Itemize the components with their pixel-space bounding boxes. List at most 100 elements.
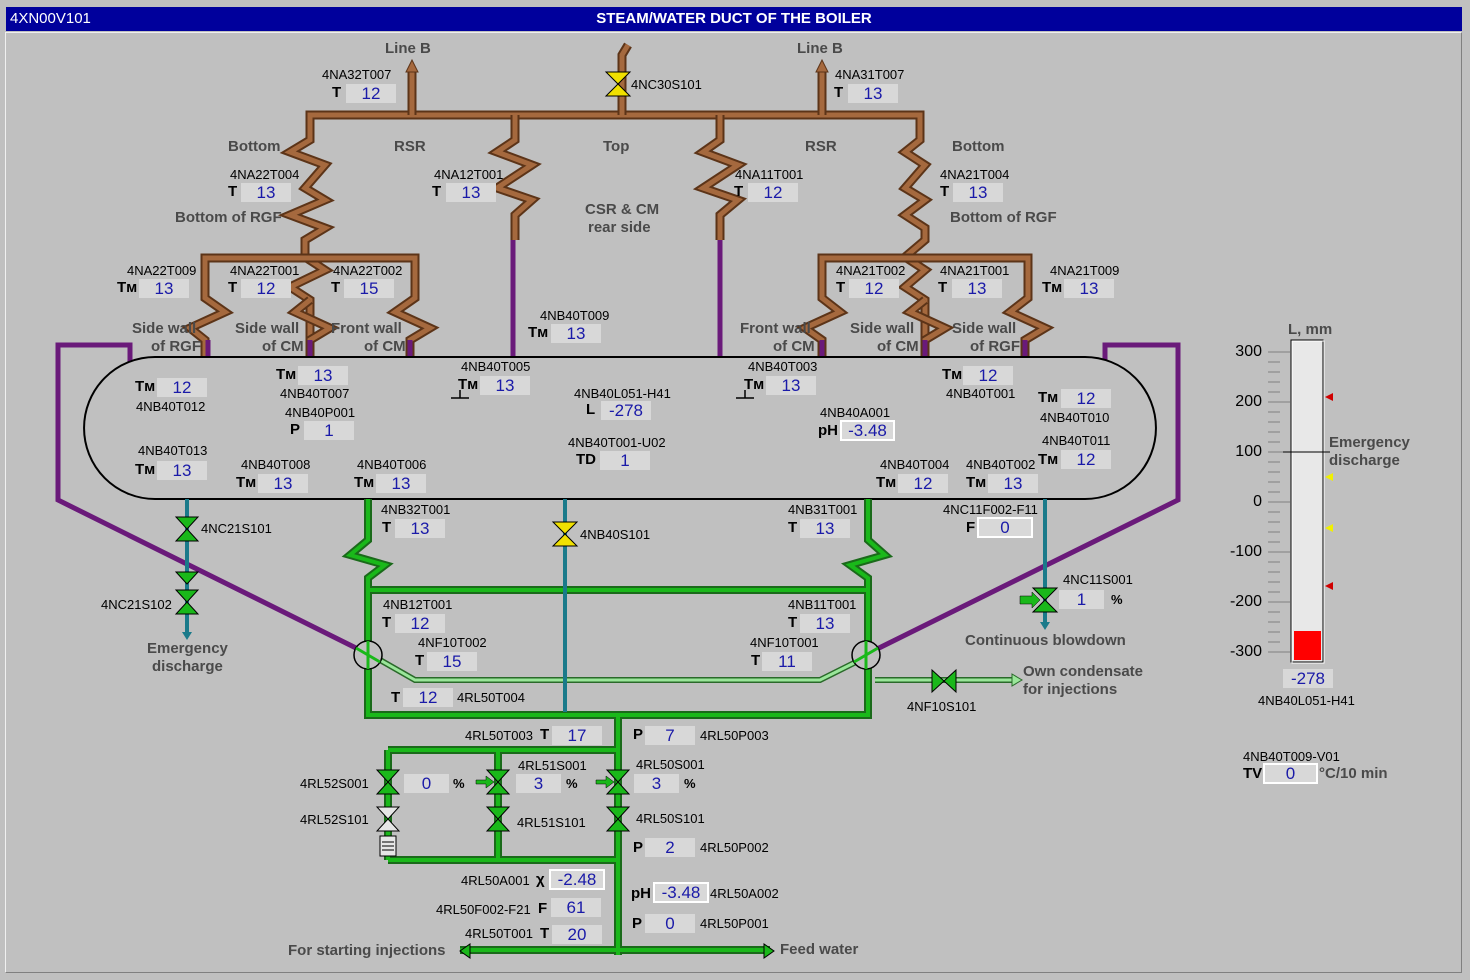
value-rl52s001[interactable]: 0 <box>404 774 449 793</box>
value-nb40t008[interactable]: 13 <box>258 474 308 493</box>
level-gauge-fill <box>1294 631 1321 660</box>
gauge-tick-label: -200 <box>1229 593 1262 610</box>
value-nb11t001[interactable]: 13 <box>800 614 850 633</box>
value-rl51s001[interactable]: 3 <box>516 774 561 793</box>
label-top: Top <box>603 138 630 155</box>
value-rl50p003[interactable]: 7 <box>645 726 695 745</box>
label-rsr-right: RSR <box>805 138 837 155</box>
value-nb40t010[interactable]: 12 <box>1061 389 1111 408</box>
value-nb31t001[interactable]: 13 <box>800 519 850 538</box>
tag-rl50p003: 4RL50P003 <box>700 728 769 743</box>
value-na22t009[interactable]: 13 <box>139 279 189 298</box>
value-nb40t011[interactable]: 12 <box>1061 450 1111 469</box>
value-tv[interactable]: 0 <box>1263 763 1318 784</box>
value-rl50a001[interactable]: -2.48 <box>549 869 605 890</box>
value-nb40t004[interactable]: 12 <box>898 474 948 493</box>
sym-nb40t011: Tм <box>1038 451 1059 468</box>
unit-nc11s001: % <box>1111 592 1123 607</box>
sym-nb40t004: Tм <box>876 474 897 491</box>
value-na21t009[interactable]: 13 <box>1064 279 1114 298</box>
sym-rl50p003: P <box>633 726 644 743</box>
sym-nb40t001u02: TD <box>576 451 596 468</box>
valve-rl50s001[interactable]: 4RL50S001 <box>636 757 705 772</box>
value-nb40t001[interactable]: 12 <box>963 366 1013 385</box>
value-na11t001[interactable]: 12 <box>748 183 798 202</box>
value-nb40t003[interactable]: 13 <box>766 376 816 395</box>
sym-rl50t003: T <box>540 726 550 743</box>
valve-nc21s101[interactable]: 4NC21S101 <box>201 521 272 536</box>
value-nb40t009[interactable]: 13 <box>551 324 601 343</box>
title-bar: 4XN00V101 STEAM/WATER DUCT OF THE BOILER <box>6 7 1462 31</box>
value-rl50p001[interactable]: 0 <box>645 914 695 933</box>
label-of-cm-left: of CM <box>262 338 304 355</box>
label-discharge-right: discharge <box>1329 452 1400 469</box>
tag-nb32t001: 4NB32T001 <box>381 502 451 517</box>
valve-nc21s102[interactable]: 4NC21S102 <box>101 597 172 612</box>
label-front-wall-cm-right: Front wall <box>740 320 811 337</box>
value-na12t001[interactable]: 13 <box>446 183 496 202</box>
label-side-wall-cm-left: Side wall <box>235 320 300 337</box>
sym-na21t001: T <box>938 279 948 296</box>
tag-rl50a002: 4RL50A002 <box>710 886 779 901</box>
valve-rl51s001[interactable]: 4RL51S001 <box>518 758 587 773</box>
value-nb12t001[interactable]: 12 <box>395 614 445 633</box>
valve-rl52s101[interactable]: 4RL52S101 <box>300 812 369 827</box>
sym-nb12t001: T <box>382 614 392 631</box>
label-side-wall-rgf-left: Side wall <box>132 320 197 337</box>
tag-na22t001: 4NA22T001 <box>230 263 300 278</box>
tag-na21t001: 4NA21T001 <box>940 263 1010 278</box>
window-code: 4XN00V101 <box>10 10 91 27</box>
value-na21t002[interactable]: 12 <box>849 279 899 298</box>
gauge-value[interactable]: -278 <box>1283 669 1333 688</box>
tag-rl50p002: 4RL50P002 <box>700 840 769 855</box>
value-nb32t001[interactable]: 13 <box>395 519 445 538</box>
label-own-condensate: Own condensate <box>1023 663 1144 680</box>
value-nb40p001[interactable]: 1 <box>304 421 354 440</box>
value-nf10t001[interactable]: 11 <box>762 652 812 671</box>
value-rl50p002[interactable]: 2 <box>645 838 695 857</box>
tag-na21t004: 4NA21T004 <box>940 167 1010 182</box>
tag-na11t001: 4NA11T001 <box>735 167 804 182</box>
tag-nf10t002: 4NF10T002 <box>418 635 487 650</box>
label-bottom-right: Bottom <box>952 138 1005 155</box>
value-nb40t005[interactable]: 13 <box>480 376 530 395</box>
valve-rl52s001[interactable]: 4RL52S001 <box>300 776 369 791</box>
value-nb40t013[interactable]: 13 <box>157 461 207 480</box>
valve-rl51s101[interactable]: 4RL51S101 <box>517 815 586 830</box>
valve-nc11s001[interactable]: 4NC11S001 <box>1063 572 1133 587</box>
value-nb40a001[interactable]: -3.48 <box>840 420 895 441</box>
valve-nc30s101[interactable]: 4NC30S101 <box>631 77 702 92</box>
value-nc11f002[interactable]: 0 <box>977 517 1033 538</box>
value-na32t007[interactable]: 12 <box>346 84 396 103</box>
value-na22t004[interactable]: 13 <box>241 183 291 202</box>
value-nb40t002[interactable]: 13 <box>988 474 1038 493</box>
valve-nf10s101[interactable]: 4NF10S101 <box>907 699 977 714</box>
sym-nf10t002: T <box>415 652 425 669</box>
tag-nb11t001: 4NB11T001 <box>788 597 857 612</box>
value-nb40l051[interactable]: -278 <box>601 401 651 420</box>
value-rl50f002[interactable]: 61 <box>551 898 601 917</box>
value-rl50t003[interactable]: 17 <box>552 726 602 745</box>
value-nf10t002[interactable]: 15 <box>427 652 477 671</box>
value-rl50t004[interactable]: 12 <box>403 688 453 707</box>
value-rl50s001[interactable]: 3 <box>634 774 679 793</box>
sym-na21t009: Tм <box>1042 279 1063 296</box>
value-na21t001[interactable]: 13 <box>952 279 1002 298</box>
value-nb40t007[interactable]: 13 <box>298 366 348 385</box>
tag-nb40a001: 4NB40A001 <box>820 405 891 420</box>
value-nc11s001[interactable]: 1 <box>1059 590 1104 609</box>
value-na22t001[interactable]: 12 <box>241 279 291 298</box>
value-nb40t006[interactable]: 13 <box>376 474 426 493</box>
value-rl50a002[interactable]: -3.48 <box>653 882 709 903</box>
valve-rl50s101[interactable]: 4RL50S101 <box>636 811 705 826</box>
value-na22t002[interactable]: 15 <box>344 279 394 298</box>
sym-na22t001: T <box>228 279 238 296</box>
valve-nb40s101[interactable]: 4NB40S101 <box>580 527 651 542</box>
value-na31t007[interactable]: 13 <box>848 84 898 103</box>
value-nb40t001u02[interactable]: 1 <box>600 451 650 470</box>
value-nb40t012[interactable]: 12 <box>157 378 207 397</box>
value-rl50t001[interactable]: 20 <box>552 925 602 944</box>
tag-rl50f002: 4RL50F002-F21 <box>436 902 531 917</box>
tag-nf10t001: 4NF10T001 <box>750 635 819 650</box>
value-na21t004[interactable]: 13 <box>953 183 1003 202</box>
